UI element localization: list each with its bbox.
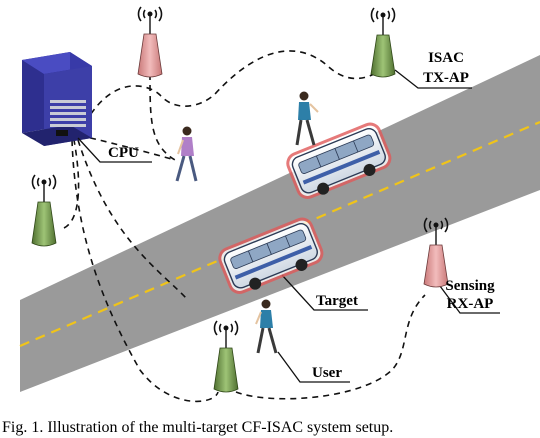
ap-bottom-green-icon xyxy=(213,320,239,393)
bus-target-upper-icon xyxy=(286,122,392,199)
ap-pink-top-icon xyxy=(137,6,163,78)
person-user-left-icon xyxy=(175,126,198,182)
label-leaders xyxy=(77,69,500,383)
bus-target-lower-icon xyxy=(218,217,324,294)
fronthaul-links xyxy=(63,50,426,403)
label-isac-line2: TX-AP xyxy=(423,70,469,86)
link-cpu-middle xyxy=(77,139,189,301)
link-cpu-isac-tx-ap xyxy=(79,50,381,134)
cpu-server-icon xyxy=(22,52,92,146)
person-user-bottom-icon xyxy=(255,299,278,354)
figure-caption: Fig. 1. Illustration of the multi-target… xyxy=(2,419,393,436)
link-left-ap-cpu xyxy=(63,139,80,229)
link-bottom-ap-sensing-rx-ap xyxy=(235,294,426,400)
ap-isac-tx-green-icon xyxy=(370,7,396,78)
label-target: Target xyxy=(316,293,358,309)
link-pink-ap-cpu xyxy=(81,73,176,161)
ap-sensing-rx-pink-icon xyxy=(423,217,449,288)
road xyxy=(19,55,540,392)
label-sensing-line2: RX-AP xyxy=(447,296,494,312)
label-user: User xyxy=(312,365,342,381)
link-cpu-bottom-ap xyxy=(71,139,219,403)
lane-divider xyxy=(19,120,540,348)
person-user-road-icon xyxy=(295,91,319,146)
road-surface xyxy=(20,55,540,392)
label-cpu: CPU xyxy=(108,145,139,161)
label-sensing-line1: Sensing xyxy=(445,278,495,294)
label-isac-line1: ISAC xyxy=(428,50,464,66)
ap-left-green-icon xyxy=(31,174,57,247)
